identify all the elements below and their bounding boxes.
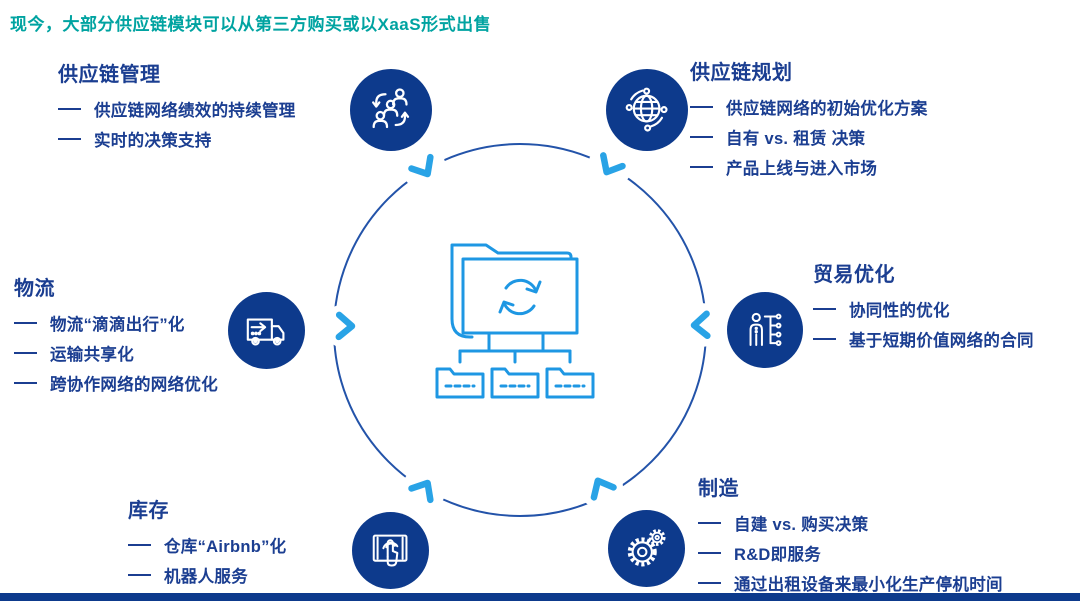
- module-heading: 物流: [14, 278, 55, 300]
- list-item: 实时的决策支持: [58, 124, 296, 154]
- dash-bullet: [690, 106, 713, 108]
- dash-bullet: [128, 574, 151, 576]
- dash-bullet: [14, 322, 37, 324]
- module-heading: 贸易优化: [813, 264, 895, 286]
- list-item: 自建 vs. 购买决策: [698, 508, 1003, 538]
- list-item-text: 供应链网络绩效的持续管理: [94, 102, 296, 120]
- list-item: 通过出租设备来最小化生产停机时间: [698, 568, 1003, 598]
- list-item-text: 物流“滴滴出行”化: [50, 316, 185, 334]
- dash-bullet: [698, 582, 721, 584]
- list-item: 物流“滴滴出行”化: [14, 308, 218, 338]
- list-item-text: R&D即服务: [734, 546, 822, 564]
- list-item: 运输共享化: [14, 338, 218, 368]
- ring-gaps: [323, 144, 723, 511]
- chevron-inward-icon: [600, 152, 626, 176]
- dash-bullet: [58, 138, 81, 140]
- module-logistics: 物流 物流“滴滴出行”化 运输共享化 跨协作网络的网络优化: [14, 272, 218, 398]
- list-item-text: 跨协作网络的网络优化: [50, 376, 218, 394]
- list-item-text: 供应链网络的初始优化方案: [726, 100, 928, 118]
- dash-bullet: [14, 382, 37, 384]
- module-inventory: 库存 仓库“Airbnb”化 机器人服务: [128, 494, 286, 590]
- list-item-text: 运输共享化: [50, 346, 134, 364]
- dash-bullet: [698, 522, 721, 524]
- module-heading: 供应链规划: [690, 62, 793, 84]
- chevron-inward-icon: [408, 479, 434, 504]
- list-item-text: 自有 vs. 租赁 决策: [726, 130, 866, 148]
- chevron-inward-icon: [690, 310, 711, 340]
- module-heading: 制造: [698, 478, 739, 500]
- list-item: 自有 vs. 租赁 决策: [690, 122, 928, 152]
- people-sync-icon: [350, 69, 432, 151]
- page-title: 现今，大部分供应链模块可以从第三方购买或以XaaS形式出售: [10, 15, 492, 34]
- dash-bullet: [698, 552, 721, 554]
- list-item: 协同性的优化: [813, 294, 1034, 324]
- list-item: 产品上线与进入市场: [690, 152, 928, 182]
- center-sync-folder-icon: [435, 243, 595, 399]
- list-item-text: 协同性的优化: [849, 302, 950, 320]
- list-item-text: 通过出租设备来最小化生产停机时间: [734, 576, 1003, 594]
- list-item: 跨协作网络的网络优化: [14, 368, 218, 398]
- dash-bullet: [128, 544, 151, 546]
- list-item: 仓库“Airbnb”化: [128, 530, 286, 560]
- dash-bullet: [14, 352, 37, 354]
- list-item: 供应链网络的初始优化方案: [690, 92, 928, 122]
- dash-bullet: [813, 308, 836, 310]
- truck-icon: [228, 292, 305, 369]
- chevron-inward-icon: [590, 477, 617, 501]
- module-manufacturing: 制造 自建 vs. 购买决策 R&D即服务 通过出租设备来最小化生产停机时间: [698, 472, 1003, 598]
- dash-bullet: [690, 166, 713, 168]
- bottom-accent-bar: [0, 593, 1080, 601]
- touch-screen-icon: [352, 512, 429, 589]
- list-item-text: 自建 vs. 购买决策: [734, 516, 869, 534]
- list-item-text: 实时的决策支持: [94, 132, 212, 150]
- chevron-inward-icon: [335, 311, 356, 341]
- gears-icon: [608, 510, 685, 587]
- dash-bullet: [690, 136, 713, 138]
- module-heading: 库存: [128, 500, 169, 522]
- list-item: 基于短期价值网络的合同: [813, 324, 1034, 354]
- list-item-text: 基于短期价值网络的合同: [849, 332, 1034, 350]
- module-supply-chain-management: 供应链管理 供应链网络绩效的持续管理 实时的决策支持: [58, 58, 296, 154]
- module-trade-optimization: 贸易优化 协同性的优化 基于短期价值网络的合同: [813, 258, 1034, 354]
- dash-bullet: [58, 108, 81, 110]
- globe-network-icon: [606, 69, 688, 151]
- list-item-text: 仓库“Airbnb”化: [164, 538, 287, 556]
- dash-bullet: [813, 338, 836, 340]
- chevron-inward-icon: [408, 153, 434, 178]
- list-item-text: 产品上线与进入市场: [726, 160, 878, 178]
- module-supply-chain-planning: 供应链规划 供应链网络的初始优化方案 自有 vs. 租赁 决策 产品上线与进入市…: [690, 56, 928, 182]
- person-decision-tree-icon: [727, 292, 803, 368]
- module-heading: 供应链管理: [58, 64, 161, 86]
- list-item-text: 机器人服务: [164, 568, 248, 586]
- list-item: R&D即服务: [698, 538, 1003, 568]
- list-item: 供应链网络绩效的持续管理: [58, 94, 296, 124]
- list-item: 机器人服务: [128, 560, 286, 590]
